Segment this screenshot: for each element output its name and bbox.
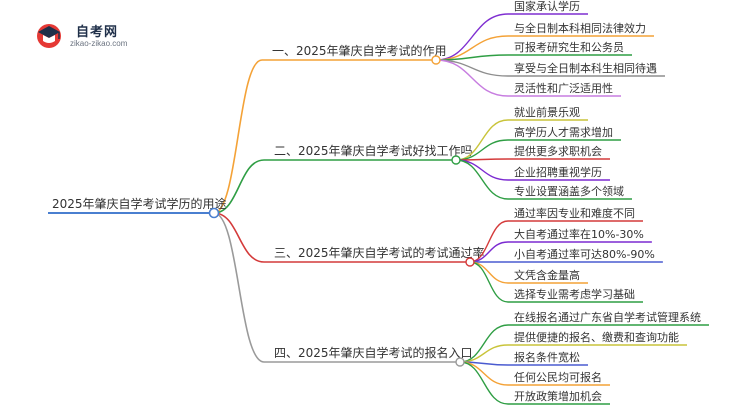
leaf-label-2-1[interactable]: 就业前景乐观 (514, 105, 580, 119)
leaf-label-4-5[interactable]: 开放政策增加机会 (514, 389, 602, 403)
leaf-label-1-4[interactable]: 享受与全日制本科生相同待遇 (514, 61, 657, 75)
leaf-label-3-5[interactable]: 选择专业需考虑学习基础 (514, 287, 635, 301)
branch-label-3[interactable]: 三、2025年肇庆自学考试的考试通过率 (274, 245, 485, 260)
branch-label-2[interactable]: 二、2025年肇庆自学考试好找工作吗 (274, 143, 473, 158)
site-logo[interactable]: 自考网 zikao-zikao.com (34, 18, 154, 54)
leaf-label-3-2[interactable]: 大自考通过率在10%-30% (514, 227, 644, 241)
connector-branch-2-leaf-5 (455, 159, 509, 200)
connector-branch-3-leaf-5 (469, 261, 509, 303)
connector-branch-1-leaf-3 (435, 54, 509, 61)
root-label: 2025年肇庆自学考试学历的用途 (52, 196, 227, 211)
root-node[interactable] (208, 207, 220, 219)
connector-branch-1-leaf-2 (435, 35, 509, 61)
connector-branch-1-leaf-1 (435, 13, 509, 61)
connector-branch-1-leaf-5 (435, 59, 509, 97)
logo-url: zikao-zikao.com (70, 39, 128, 48)
leaf-label-4-2[interactable]: 提供便捷的报名、缴费和查询功能 (514, 330, 679, 344)
graduation-cap-icon (37, 24, 61, 48)
branch-node-2[interactable] (451, 155, 461, 165)
connector-branch-4-leaf-5 (459, 361, 509, 405)
connector-branch-2-leaf-4 (455, 159, 509, 181)
leaf-label-1-1[interactable]: 国家承认学历 (514, 0, 580, 13)
branch-node-3[interactable] (465, 257, 475, 267)
connector-branch-3-leaf-4 (469, 261, 509, 284)
leaf-label-2-3[interactable]: 提供更多求职机会 (514, 144, 602, 158)
leaf-label-2-4[interactable]: 企业招聘重视学历 (514, 165, 602, 179)
connector-root-branch-3 (213, 212, 265, 263)
leaf-label-4-3[interactable]: 报名条件宽松 (514, 350, 580, 364)
connector-root-branch-1 (213, 59, 263, 214)
leaf-label-4-4[interactable]: 任何公民均可报名 (514, 370, 602, 384)
connector-root-branch-4 (213, 212, 265, 363)
leaf-label-3-4[interactable]: 文凭含金量高 (514, 268, 580, 282)
branch-node-1[interactable] (431, 55, 441, 65)
leaf-label-1-2[interactable]: 与全日制本科相同法律效力 (514, 21, 646, 35)
leaf-label-1-5[interactable]: 灵活性和广泛适用性 (514, 81, 613, 95)
branch-label-1[interactable]: 一、2025年肇庆自学考试的作用 (272, 43, 447, 58)
leaf-label-4-1[interactable]: 在线报名通过广东省自学考试管理系统 (514, 310, 701, 324)
connector-root-branch-2 (213, 159, 265, 214)
connector-branch-1-leaf-4 (435, 59, 509, 77)
leaf-label-3-1[interactable]: 通过率因专业和难度不同 (514, 206, 635, 220)
leaf-label-2-5[interactable]: 专业设置涵盖多个领域 (514, 184, 624, 198)
leaf-label-1-3[interactable]: 可报考研究生和公务员 (514, 40, 624, 54)
branch-node-4[interactable] (455, 357, 465, 367)
branch-label-4[interactable]: 四、2025年肇庆自学考试的报名入口 (274, 345, 473, 360)
logo-title: 自考网 (76, 25, 119, 40)
leaf-label-3-3[interactable]: 小自考通过率可达80%-90% (514, 247, 655, 261)
leaf-label-2-2[interactable]: 高学历人才需求增加 (514, 125, 613, 139)
